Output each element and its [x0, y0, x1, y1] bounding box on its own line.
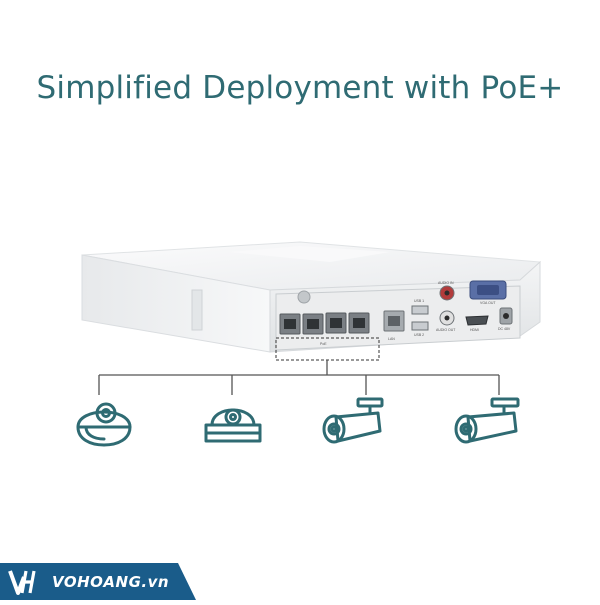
- audio-in-label: AUDIO IN: [438, 281, 454, 285]
- dome-camera-icon: [204, 408, 262, 443]
- dc-label: DC 48V: [498, 327, 511, 331]
- audio-out-label: AUDIO OUT: [436, 328, 456, 332]
- watermark-text: VOHOANG.vn: [52, 573, 170, 591]
- poe-label: PoE: [320, 342, 327, 346]
- lan-label: LAN: [388, 337, 395, 341]
- vh-logo-icon: [8, 570, 36, 595]
- turret-camera-icon: [76, 402, 132, 447]
- bullet-camera-icon: [322, 397, 384, 444]
- hdmi-label: HDMI: [470, 328, 479, 332]
- watermark-banner: [0, 563, 196, 600]
- page-title: Simplified Deployment with PoE+: [36, 70, 564, 106]
- vga-label: VGA OUT: [480, 301, 496, 305]
- watermark: VOHOANG.vn: [0, 563, 196, 600]
- bullet-camera-icon: [454, 397, 520, 444]
- usb2-label: USB 2: [414, 333, 424, 337]
- usb1-label: USB 1: [414, 299, 424, 303]
